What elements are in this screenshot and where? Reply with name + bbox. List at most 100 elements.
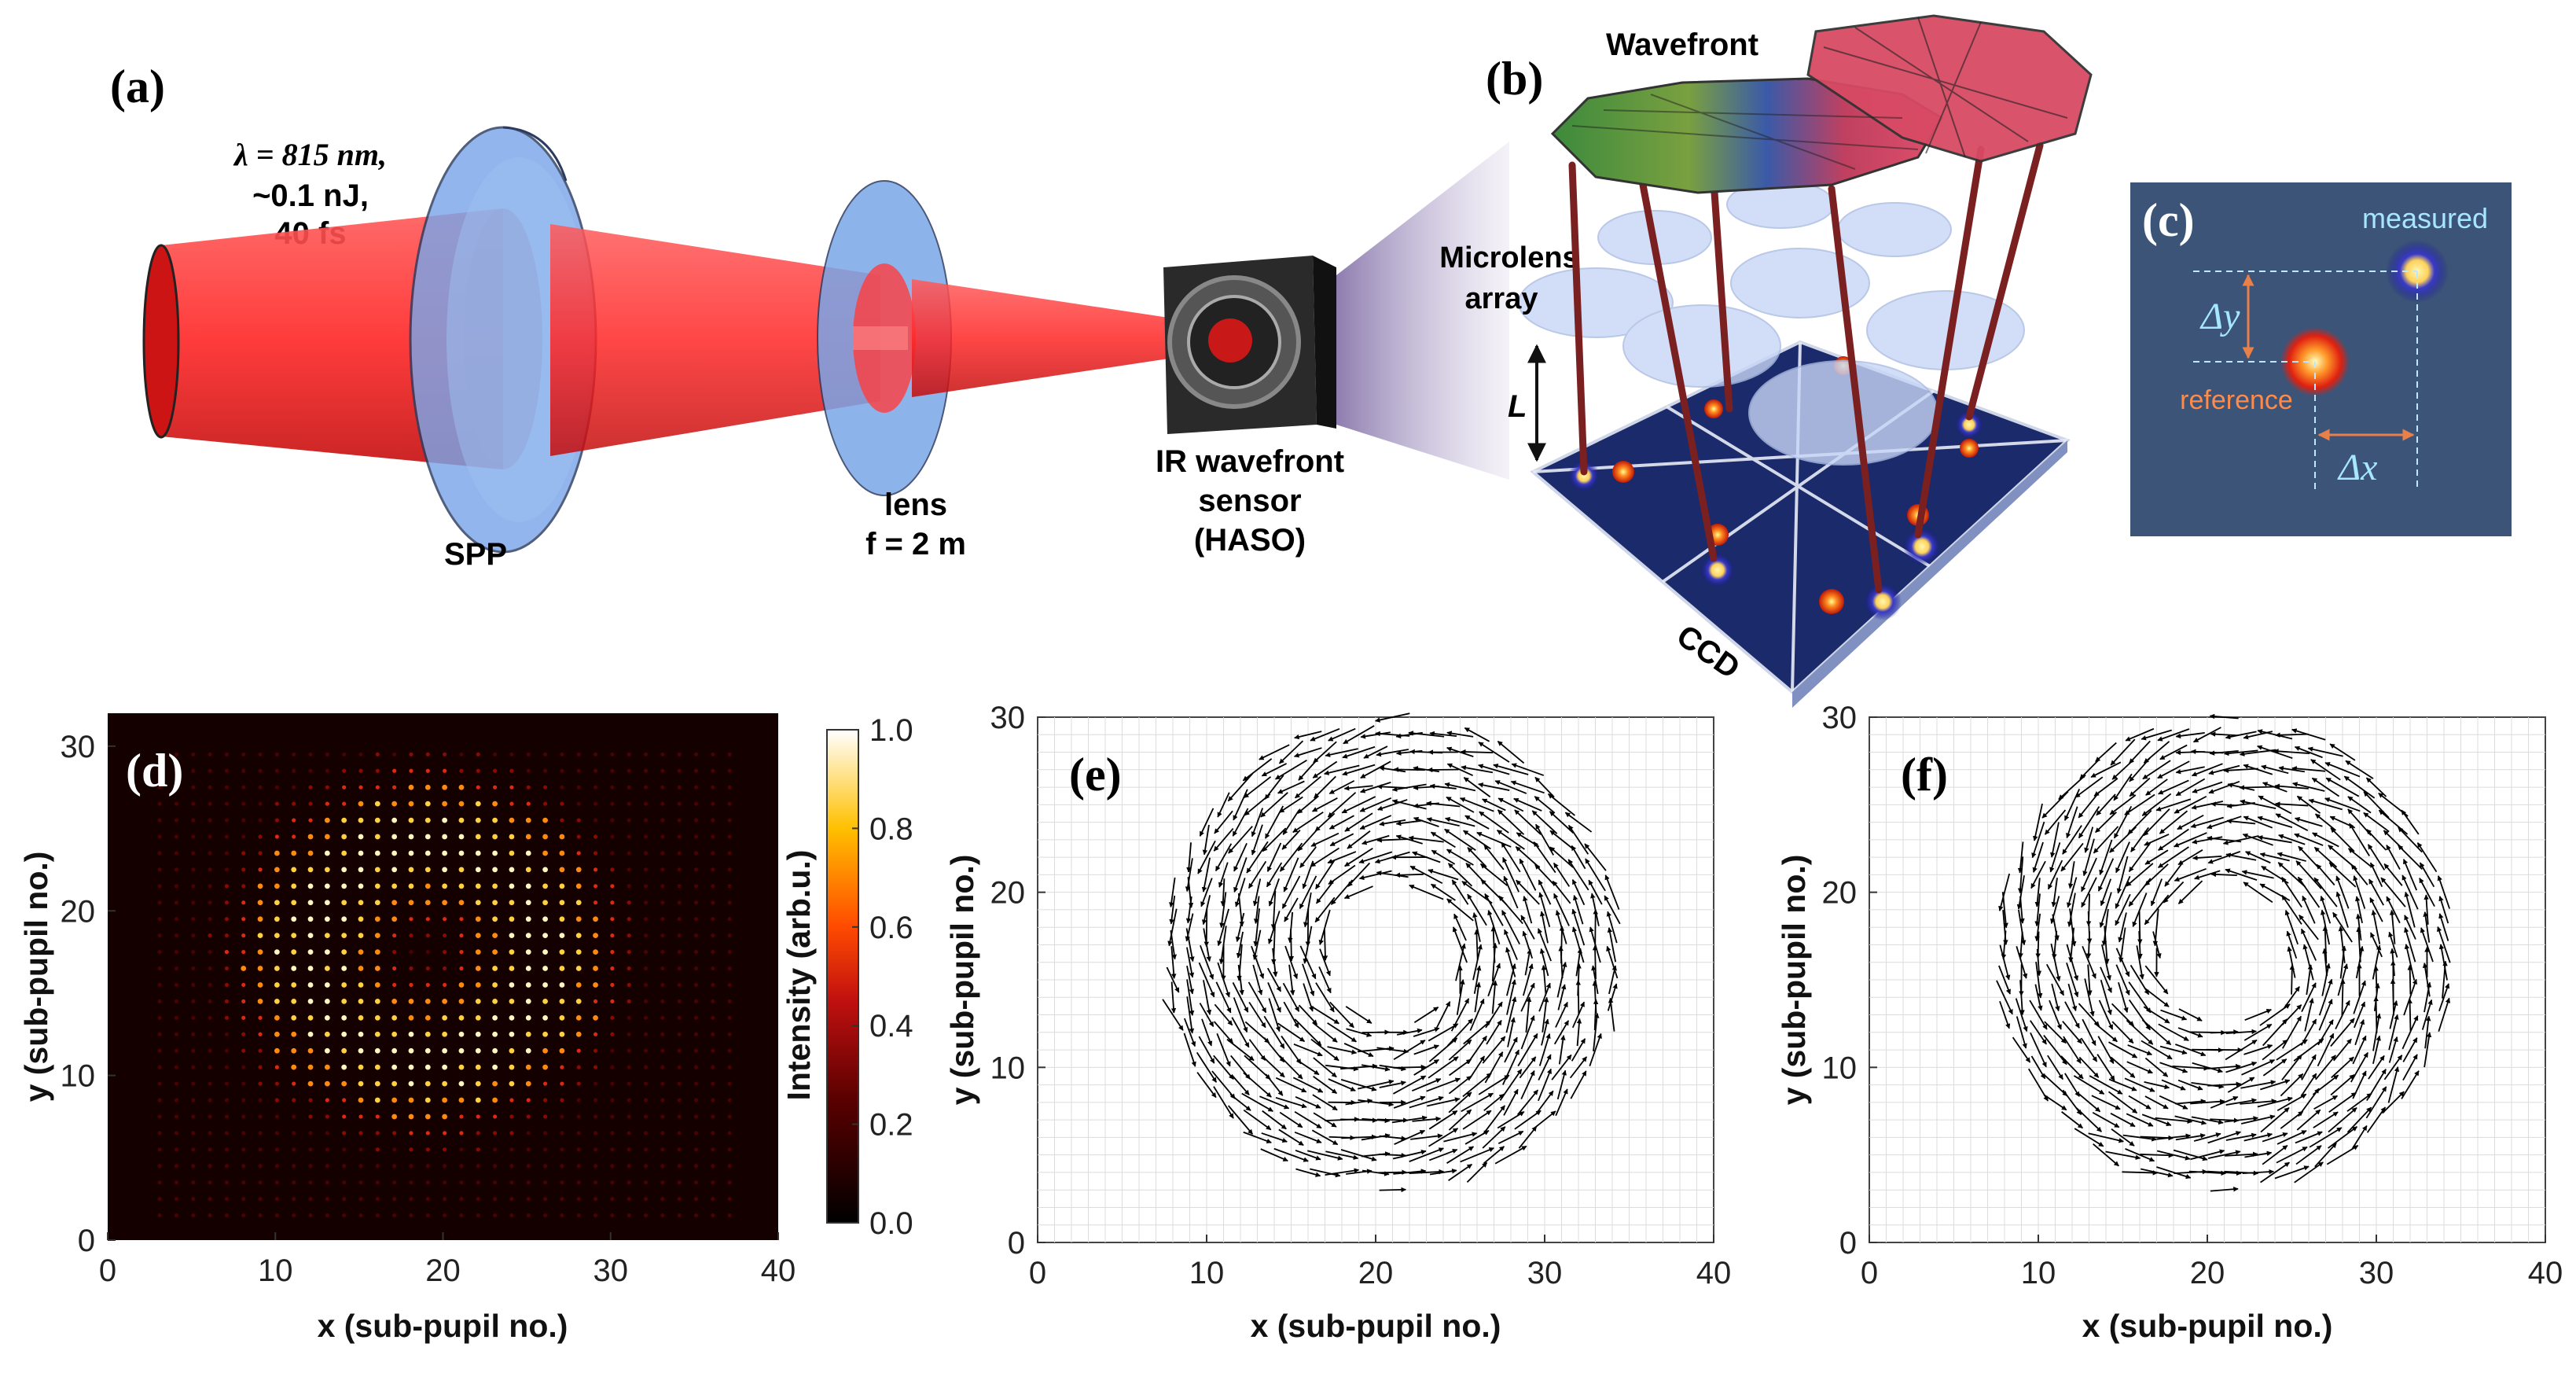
panel-e-vector-arrow [1266,967,1282,992]
heatmap-spot [342,1213,347,1218]
heatmap-spot [459,1197,464,1202]
panel-f-vector-arrow [2125,727,2155,742]
heatmap-spot [610,785,615,790]
heatmap-spot [374,1064,380,1070]
heatmap-spot [492,966,498,971]
heatmap-spot [374,1014,380,1021]
panel-e-vector-arrow [1310,727,1340,742]
panel-e-vector-arrow [1497,740,1525,764]
panel-f-xlabel: x (sub-pupil no.) [2082,1308,2333,1344]
heatmap-spot [475,1031,481,1037]
panel-f-vector-arrow [2177,880,2203,904]
panel-e-vector-arrow [1428,869,1459,881]
heatmap-spot [174,933,179,938]
heatmap-spot [291,1014,297,1021]
heatmap-spot [258,1081,263,1086]
heatmap-spot [307,982,314,988]
panel-f-vector-arrow [2191,1116,2224,1125]
heatmap-spot [610,900,615,905]
panel-f-vector-arrow [2404,927,2416,963]
heatmap-spot [677,884,682,889]
heatmap-spot [711,982,715,988]
panel-f-vector-arrow [2207,1170,2242,1176]
heatmap-spot [458,1014,465,1021]
panel-e-vector-arrow [1576,1018,1582,1047]
panel-f-vector-arrow [2257,835,2292,844]
heatmap-spot [475,1097,481,1103]
panel-f-vector-arrow [2191,1082,2225,1089]
heatmap-spot [593,966,598,971]
heatmap-spot [693,884,699,889]
heatmap-spot [627,834,631,839]
panel-e-vector-arrow [1538,1068,1552,1102]
panel-e-vector-arrow [1474,929,1479,960]
panel-e-vector-arrow [1213,1021,1234,1044]
panel-e-vector-arrow [1328,727,1356,742]
heatmap-spot [391,1064,398,1070]
heatmap-spot [374,867,380,873]
panel-e-vector-arrow [1487,963,1501,997]
panel-e-vector-arrow [1491,980,1498,1014]
heatmap-spot [391,834,398,840]
panel-e-vector-arrow [1392,1149,1427,1160]
heatmap-spot [542,867,548,873]
heatmap-spot [542,949,548,955]
panel-f-vector-arrow [2312,1074,2339,1095]
panel-e-vector-arrow [1236,931,1244,959]
heatmap-spot [560,785,564,790]
panel-f-vector-arrow [2404,891,2416,928]
heatmap-spot [224,1081,230,1086]
heatmap-spot [542,1114,548,1119]
panel-f-vector-arrow [2063,1036,2082,1064]
panel-e-vector-arrow [1243,776,1272,799]
heatmap-spot [711,1131,715,1136]
panel-f-vector-arrow [2174,1044,2207,1057]
panel-e-xtick-label: 40 [1696,1256,1732,1290]
heatmap-spot [241,999,246,1004]
panel-f-vector-arrow [2210,1187,2239,1192]
heatmap-spot [711,1098,715,1102]
heatmap-spot [424,784,431,790]
panel-e-vector-arrow [1444,828,1476,852]
heatmap-spot [660,1164,665,1169]
panel-e-vector-arrow [1261,1132,1288,1143]
heatmap-spot [476,768,480,773]
heatmap-spot [492,982,498,988]
panel-f-vector-arrow [2262,1058,2288,1077]
heatmap-spot [593,1032,598,1036]
heatmap-spot [475,900,481,906]
panel-e-vector-arrow [1299,846,1317,868]
heatmap-spot [324,867,330,873]
panel-f-vector-arrow [2126,1113,2154,1127]
colorbar-tick-label: 0.4 [869,1009,913,1044]
heatmap-spot [374,949,380,955]
panel-f-vector-arrow [2302,944,2314,981]
heatmap-spot [291,900,297,906]
heatmap-spot [375,1164,380,1169]
panel-e-vector-arrow [1233,857,1248,893]
heatmap-spot [375,1114,380,1119]
panel-f-vector-arrow [2289,964,2295,995]
heatmap-spot [208,1015,212,1020]
panel-f-vector-arrow [2062,1021,2082,1044]
panel-f-vector-arrow [2423,894,2429,925]
heatmap-spot [358,834,364,840]
heatmap-spot [509,916,515,922]
heatmap-spot [424,801,431,807]
heatmap-spot [593,1065,598,1069]
heatmap-spot [157,933,162,938]
panel-e-vector-arrow [1571,878,1586,906]
heatmap-spot [492,999,498,1004]
heatmap-spot [258,834,263,839]
heatmap-spot [660,982,665,988]
heatmap-spot [525,916,531,922]
panel-e-vector-arrow [1302,963,1315,996]
panel-f-vector-arrow [2210,731,2238,737]
panel-f-vector-arrow [2355,913,2362,941]
panel-e-vector-arrow [1567,859,1589,891]
heatmap-spot [509,966,515,971]
panel-f-vector-arrow [2143,808,2170,837]
heatmap-spot [643,1131,649,1136]
panel-f-vector-arrow [2241,870,2274,879]
heatmap-spot [492,1097,498,1103]
